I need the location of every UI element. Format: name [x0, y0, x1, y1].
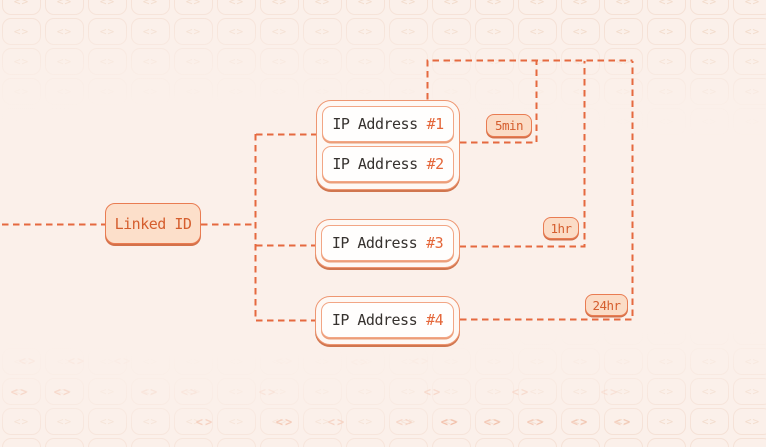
ttl-badge-5min: 5min [486, 114, 532, 137]
ip-address-label: IP Address [331, 234, 418, 252]
dashed-connector-24hr [460, 61, 634, 321]
ip-address-label: IP Address [332, 115, 418, 133]
linked-id-node: Linked ID [105, 203, 201, 244]
ip-address-node-4: IP Address #4 [321, 302, 454, 338]
ttl-badge-1hr: 1hr [543, 217, 579, 239]
ip-address-label: IP Address [331, 311, 418, 329]
ip-address-label: IP Address [332, 155, 418, 173]
linked-id-label: Linked ID [114, 214, 192, 233]
ttl-badge-label: 5min [494, 118, 524, 133]
ip-address-number: #3 [426, 234, 444, 252]
ip-address-number: #1 [426, 115, 445, 133]
ip-group-1: IP Address #1 IP Address #2 [316, 100, 460, 190]
dashed-connector-top-return [426, 59, 633, 100]
ttl-badge-label: 1hr [550, 220, 572, 236]
ttl-badge-label: 24hr [592, 297, 621, 313]
ip-address-node-3: IP Address #3 [321, 225, 454, 261]
ip-group-2: IP Address #3 [315, 219, 460, 268]
ip-group-3: IP Address #4 [315, 296, 460, 345]
ip-address-number: #2 [426, 155, 445, 173]
ttl-badge-24hr: 24hr [585, 294, 628, 316]
ip-address-node-2: IP Address #2 [322, 146, 454, 182]
ip-address-number: #4 [426, 311, 444, 329]
ip-address-node-1: IP Address #1 [322, 106, 454, 142]
